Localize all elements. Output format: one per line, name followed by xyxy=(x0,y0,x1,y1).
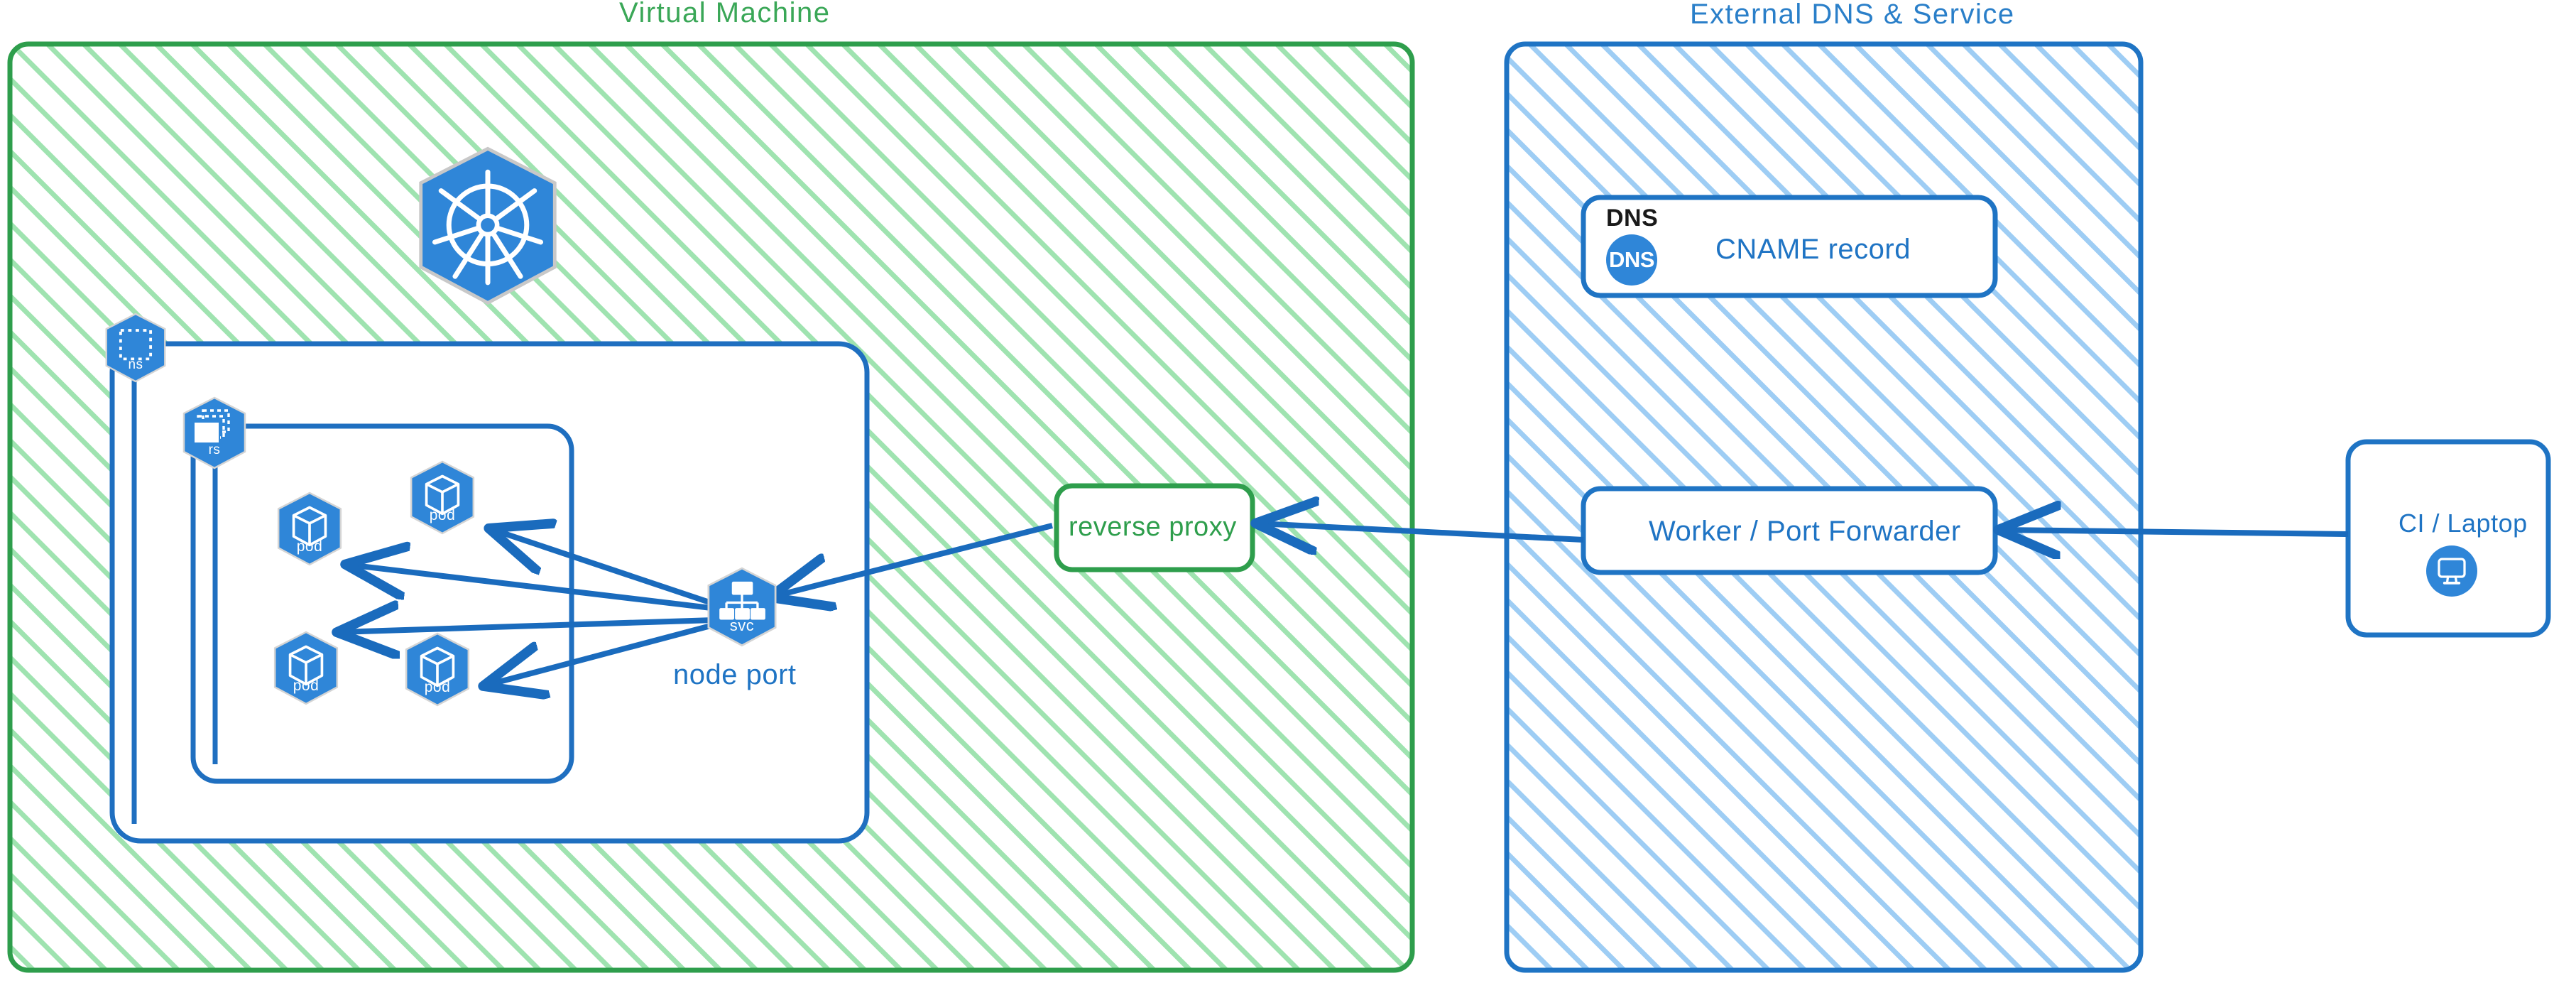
arrow-client-to-worker xyxy=(2001,530,2349,534)
desktop-monitor-icon xyxy=(2426,545,2477,597)
monitor-glyph xyxy=(2438,558,2466,585)
arrow-service-to-pod-3 xyxy=(339,619,736,632)
replicaset-caption: rs xyxy=(208,442,221,457)
pod-3: pod xyxy=(270,631,342,706)
arrow-worker-to-reverse-proxy xyxy=(1258,523,1584,540)
pod-caption: pod xyxy=(424,679,451,695)
pod-icon xyxy=(277,492,342,566)
pod-caption: pod xyxy=(429,507,456,523)
dns-badge-icon: DNS xyxy=(1606,234,1657,286)
namespace-icon xyxy=(105,313,166,383)
dns-group-label: DNS xyxy=(1606,205,1659,232)
cname-record-label[interactable]: CNAME record xyxy=(1715,234,1911,265)
pod-caption: pod xyxy=(293,678,320,694)
arrow-service-to-pod-4 xyxy=(486,617,736,685)
dns-card-box xyxy=(1581,195,1998,298)
arrow-reverse-proxy-to-service xyxy=(773,523,1053,597)
worker-label[interactable]: Worker / Port Forwarder xyxy=(1649,516,1961,547)
client-box xyxy=(2345,439,2551,638)
replicaset-icon xyxy=(182,396,246,469)
pod-1: pod xyxy=(273,492,346,567)
arrow-service-to-pod-1 xyxy=(348,565,736,614)
pod-icon xyxy=(410,460,475,535)
kubernetes-logo xyxy=(410,146,566,308)
pod-4: pod xyxy=(401,632,474,707)
service-icon-wrap: svc xyxy=(703,567,781,648)
namespace-caption: ns xyxy=(128,357,143,372)
namespace-icon-wrap: ns xyxy=(102,313,170,384)
arrow-service-to-pod-2 xyxy=(491,529,736,614)
reverse-proxy-label[interactable]: reverse proxy xyxy=(1069,512,1237,542)
pod-caption: pod xyxy=(296,538,323,555)
pod-icon xyxy=(273,631,339,705)
service-caption: svc xyxy=(729,617,755,634)
kubernetes-wheel-icon xyxy=(419,146,557,305)
pod-2: pod xyxy=(406,460,479,536)
external-zone-title: External DNS & Service xyxy=(1690,0,2015,30)
replicaset-icon-wrap: rs xyxy=(179,396,250,470)
client-label: CI / Laptop xyxy=(2398,509,2528,538)
vm-zone-title: Virtual Machine xyxy=(619,0,831,28)
pod-icon xyxy=(405,632,470,707)
node-port-label: node port xyxy=(673,659,797,690)
service-icon xyxy=(707,567,777,647)
